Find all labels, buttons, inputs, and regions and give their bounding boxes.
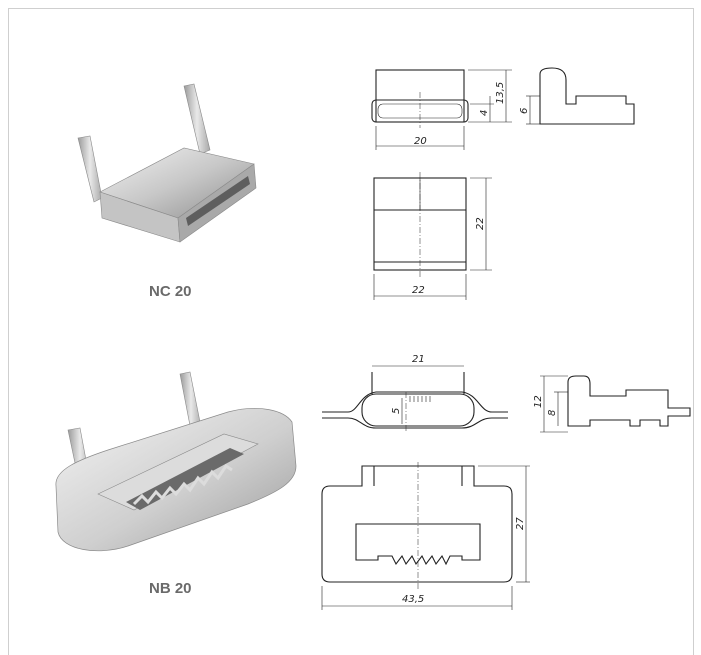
- nb20-top-view: 27 43,5: [321, 462, 530, 610]
- dim-nb20-top-slot: 5: [391, 408, 402, 414]
- nc20-front-view: 20 13,5 4: [371, 69, 512, 150]
- nc20-product-photo: [77, 83, 257, 243]
- dim-nc20-side-height: 6: [519, 108, 530, 114]
- dim-nc20-top-width: 22: [412, 285, 425, 296]
- dim-nb20-body-width: 43,5: [402, 594, 424, 605]
- dim-nb20-side-inner: 8: [547, 410, 558, 416]
- dim-nc20-front-slot: 4: [479, 110, 490, 116]
- dim-nc20-front-height: 13,5: [495, 82, 506, 104]
- nb20-side-view: 12 8: [533, 375, 691, 433]
- nb20-front-view: 21 5: [322, 354, 508, 432]
- nb20-caption: NB 20: [149, 580, 192, 597]
- dim-nc20-front-width: 20: [414, 136, 427, 147]
- dim-nb20-side-height: 12: [533, 395, 544, 408]
- nb20-product-photo: [55, 371, 297, 552]
- dim-nb20-top-span: 21: [412, 354, 425, 365]
- nc20-caption: NC 20: [149, 283, 192, 300]
- dim-nb20-body-height: 27: [515, 517, 526, 530]
- nc20-side-view: 6: [519, 67, 635, 125]
- nc20-top-view: 22 22: [373, 172, 492, 300]
- dim-nc20-top-height: 22: [475, 217, 486, 230]
